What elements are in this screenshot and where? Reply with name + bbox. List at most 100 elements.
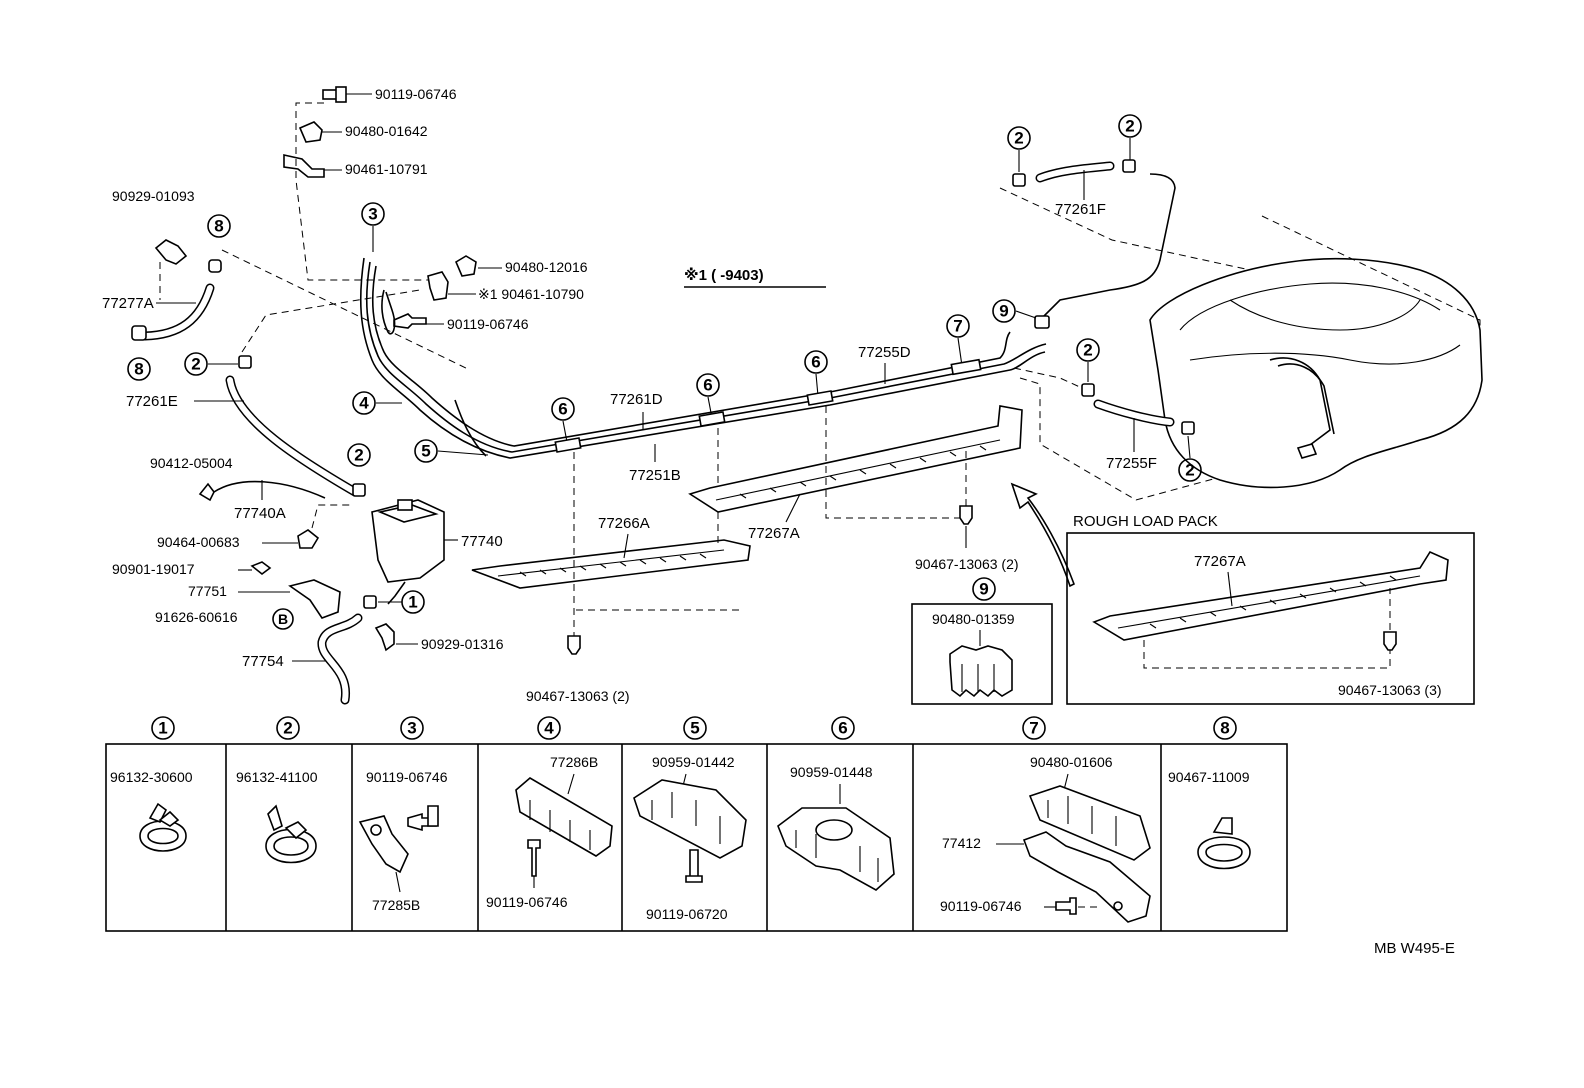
- legend-header-5: 5: [683, 716, 707, 740]
- legend-header-3: 3: [400, 716, 424, 740]
- dashed-guide-2-left: [241, 289, 421, 353]
- legend-5-part-0: 90959-01442: [652, 754, 735, 770]
- svg-text:2: 2: [354, 446, 363, 465]
- svg-text:8: 8: [214, 217, 223, 236]
- callout-6-a: 6: [551, 397, 575, 421]
- callout-2-right-lower: 2: [1178, 458, 1202, 482]
- callout-5: 5: [414, 439, 438, 463]
- legend-7-part-0: 90480-01606: [1030, 754, 1113, 770]
- dashed-guide-8: [221, 249, 471, 371]
- label-77251B: 77251B: [629, 467, 681, 484]
- label-90461-10790: ※1 90461-10790: [478, 286, 584, 302]
- label-77751: 77751: [188, 583, 227, 599]
- bracket-77751: [288, 579, 341, 619]
- label-77255F: 77255F: [1106, 455, 1157, 472]
- legend-7-part-1: 77412: [942, 835, 981, 851]
- clip-2-mid: [352, 483, 366, 497]
- label-91626-60616: 91626-60616: [155, 609, 238, 625]
- svg-text:9: 9: [979, 580, 988, 599]
- legend-5-part-1: 90119-06720: [646, 906, 728, 922]
- legend-3-part-1: 77285B: [372, 897, 420, 913]
- label-77266A: 77266A: [598, 515, 650, 532]
- label-90480-01642: 90480-01642: [345, 123, 428, 139]
- protector-77267A: [688, 405, 1023, 513]
- legend-header-1: 1: [151, 716, 175, 740]
- label-77261F: 77261F: [1055, 201, 1106, 218]
- callout-8-bottom: 8: [127, 357, 151, 381]
- clamp-90461-10791: [283, 154, 342, 178]
- label-90119-06746-mid: 90119-06746: [447, 316, 529, 332]
- label-77754: 77754: [242, 653, 284, 670]
- label-90467-13063-c: 90467-13063 (3): [1338, 682, 1442, 698]
- fuel-lines-bundle: [359, 257, 1047, 459]
- note-reference: ※1 ( -9403): [684, 266, 764, 284]
- rough-load-pack-box: ROUGH LOAD PACK 77267A 90467-13063 (3): [1066, 513, 1475, 705]
- dashed-guide-tank-bottom: [1019, 377, 1321, 501]
- legend-8-part-0: 90467-11009: [1168, 769, 1250, 785]
- svg-text:6: 6: [703, 376, 712, 395]
- label-90467-13063-b: 90467-13063 (2): [915, 556, 1019, 572]
- clip-9: [1034, 315, 1050, 329]
- hose-clip-96132-41100-icon: [265, 804, 317, 864]
- clip-2-right-lower: [1181, 421, 1195, 435]
- rough-load-pack-title: ROUGH LOAD PACK: [1073, 513, 1218, 530]
- cushion-90480-01642: [298, 121, 342, 143]
- label-77740A: 77740A: [234, 505, 286, 522]
- clamp-77285B-icon: [358, 805, 439, 874]
- clip-90467-13063-b: [959, 505, 973, 525]
- clamp-90959-01442-icon: [633, 779, 747, 883]
- svg-text:2: 2: [283, 719, 292, 738]
- fuel-tank: [1149, 257, 1483, 489]
- label-90901-19017: 90901-19017: [112, 561, 195, 577]
- callout-2-mid: 2: [347, 443, 371, 467]
- clamp-77286B-icon: [515, 777, 613, 877]
- dashed-guide-clamp: [311, 504, 350, 529]
- callout-B: B: [272, 608, 294, 630]
- svg-text:7: 7: [953, 317, 962, 336]
- label-90464-00683: 90464-00683: [157, 534, 240, 550]
- callout-3: 3: [361, 202, 385, 226]
- clip-2-top-left: [1012, 173, 1026, 187]
- legend-4-part-0: 77286B: [550, 754, 598, 770]
- clamp-90959-01448-icon: [777, 807, 895, 891]
- hose-clip-96132-30600-icon: [139, 802, 187, 852]
- svg-text:4: 4: [359, 394, 369, 413]
- clip-90467-11009-icon: [1197, 817, 1251, 870]
- clip-7: [950, 358, 982, 376]
- callout-6-c: 6: [804, 350, 828, 374]
- clip-2-right-upper: [1081, 383, 1095, 397]
- protector-77266A: [471, 539, 751, 589]
- svg-text:2: 2: [1083, 341, 1092, 360]
- svg-text:5: 5: [690, 719, 699, 738]
- bolt-90119-06746-mid: [393, 313, 427, 329]
- clamp-90480-01606-icon: [1028, 785, 1151, 861]
- clip-2-top-right: [1122, 159, 1136, 173]
- clip-8-bottom: [131, 325, 147, 341]
- diagram-code: MB W495-E: [1374, 940, 1455, 957]
- svg-text:4: 4: [544, 719, 554, 738]
- callout-9: 9: [992, 299, 1016, 323]
- svg-text:7: 7: [1029, 719, 1038, 738]
- svg-text:2: 2: [191, 355, 200, 374]
- clip-6-c: [806, 390, 834, 406]
- svg-text:B: B: [278, 611, 288, 627]
- label-90467-13063-a: 90467-13063 (2): [526, 688, 630, 704]
- label-77267A-rough: 77267A: [1194, 553, 1246, 570]
- dashed-guide-bracket: [295, 102, 435, 281]
- svg-text:2: 2: [1014, 129, 1023, 148]
- callout-6-b: 6: [696, 373, 720, 397]
- dashed-guide-2-right: [1013, 367, 1083, 389]
- hose-77740A: [213, 480, 326, 499]
- clip-1: [363, 595, 377, 609]
- label-77740: 77740: [461, 533, 503, 550]
- clip-2-left: [238, 355, 252, 369]
- svg-text:6: 6: [811, 353, 820, 372]
- bolt-90119-06746-top: [322, 86, 372, 103]
- callout-2-right-upper: 2: [1076, 338, 1100, 362]
- clip-6-b: [698, 411, 726, 427]
- callout-1: 1: [401, 590, 425, 614]
- label-90480-12016: 90480-12016: [505, 259, 588, 275]
- clamp-90461-10790: [427, 271, 449, 301]
- cushion-90480-12016: [454, 255, 477, 277]
